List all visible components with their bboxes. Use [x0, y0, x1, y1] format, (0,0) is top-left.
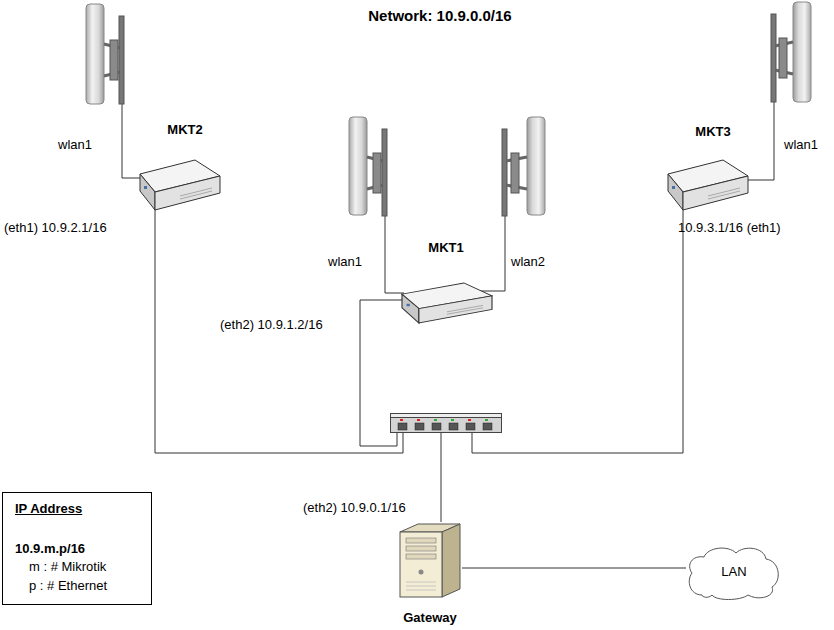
antenna-panel [793, 2, 811, 102]
router-box: MKT2 [140, 160, 220, 210]
switch-outline-part [468, 419, 471, 421]
network-cable [472, 210, 683, 453]
server-outline-part [419, 570, 424, 575]
network-switch [390, 413, 502, 433]
antenna-panel [86, 4, 104, 104]
node-heading: MKT3 [683, 124, 743, 140]
antenna-panel [527, 117, 545, 215]
device-outline-part [140, 174, 155, 210]
lan-cloud: LAN [686, 545, 782, 599]
node-text: m : # Mikrotik [29, 559, 149, 575]
server-outline-part [406, 546, 436, 551]
switch-outline-part [451, 419, 454, 421]
ip-address-label: (eth2) 10.9.1.2/16 [220, 317, 360, 333]
switch-outline-part [400, 419, 403, 421]
diagram-title: Network: 10.9.0.0/16 [290, 8, 590, 24]
switch-outline-part [449, 423, 458, 430]
server-outline [398, 522, 462, 597]
wlan-wire [481, 216, 505, 291]
wlan-wire [385, 216, 404, 293]
antenna-mount [779, 38, 787, 78]
server-outline-part [406, 582, 436, 590]
device-outline-part [407, 304, 410, 306]
device-outline-part [155, 176, 220, 210]
network-cable [462, 568, 686, 569]
device-outline-part [708, 188, 740, 199]
network-cable [441, 433, 442, 522]
device-outline [402, 283, 492, 323]
device-outline-part [419, 296, 492, 323]
antenna-pole [119, 16, 124, 104]
switch-outline-part [398, 423, 407, 430]
ip-address-label: (eth1) 10.9.2.1/16 [4, 220, 144, 236]
legend-box: IP Address 10.9.m.p/16 m : # Mikrotik p : #… [2, 492, 152, 605]
node-heading: IP Address [15, 501, 145, 517]
sector-antenna [349, 117, 387, 216]
device-outline-part [402, 294, 419, 323]
interface-label: wlan1 [328, 254, 384, 270]
antenna-mount [373, 153, 381, 193]
interface-label: wlan2 [511, 254, 567, 270]
antenna-mount [511, 153, 519, 193]
wlan-wire [122, 104, 140, 178]
switch-outline-part [417, 419, 420, 421]
switch-outline-part [391, 414, 502, 418]
device-outline-part [683, 176, 748, 210]
node-heading: Gateway [390, 610, 470, 626]
antenna-wires [122, 102, 774, 293]
antenna-mount [110, 40, 118, 80]
ip-address-label: (eth2) 10.9.0.1/16 [303, 500, 438, 516]
server-outline-part [406, 554, 436, 559]
switch-outline-part [391, 414, 502, 433]
node-text: 10.9.m.p/16 [15, 541, 145, 557]
antenna-panel [349, 117, 367, 215]
node-heading: LAN [686, 564, 782, 580]
device-outline-part [668, 174, 683, 210]
node-text: p : # Ethernet [29, 578, 149, 594]
sector-antenna [86, 4, 124, 104]
sector-antenna [771, 2, 811, 102]
antenna-pole [502, 129, 507, 216]
antenna-pole [771, 14, 776, 102]
router-box: MKT1 [402, 283, 492, 323]
wlan-wire [748, 102, 774, 180]
interface-label: wlan1 [784, 137, 834, 153]
device-outline [140, 160, 220, 210]
device-outline-part [180, 188, 212, 199]
device-outline-part [144, 186, 147, 189]
switch-outline-part [415, 423, 424, 430]
server-outline-part [442, 524, 460, 597]
switch-outline-part [485, 419, 488, 421]
device-outline-part [447, 305, 483, 314]
router-box: MKT3 [668, 160, 748, 210]
interface-label: wlan1 [58, 137, 114, 153]
device-outline-part [672, 186, 675, 189]
sector-antenna [502, 117, 545, 216]
switch-outline-part [466, 423, 475, 430]
switch-outline-part [483, 423, 492, 430]
server-outline-part [406, 538, 436, 543]
node-heading: MKT1 [416, 240, 476, 256]
device-outline [668, 160, 748, 210]
server-outline-part [400, 532, 442, 597]
antenna-pole [382, 129, 387, 216]
switch-outline-part [434, 419, 437, 421]
switch-outline [390, 413, 502, 433]
network-cable [155, 210, 403, 453]
ip-address-label: 10.9.3.1/16 (eth1) [678, 220, 828, 236]
gateway-server: Gateway [398, 522, 462, 597]
switch-outline-part [432, 423, 441, 430]
node-heading: MKT2 [155, 122, 215, 138]
